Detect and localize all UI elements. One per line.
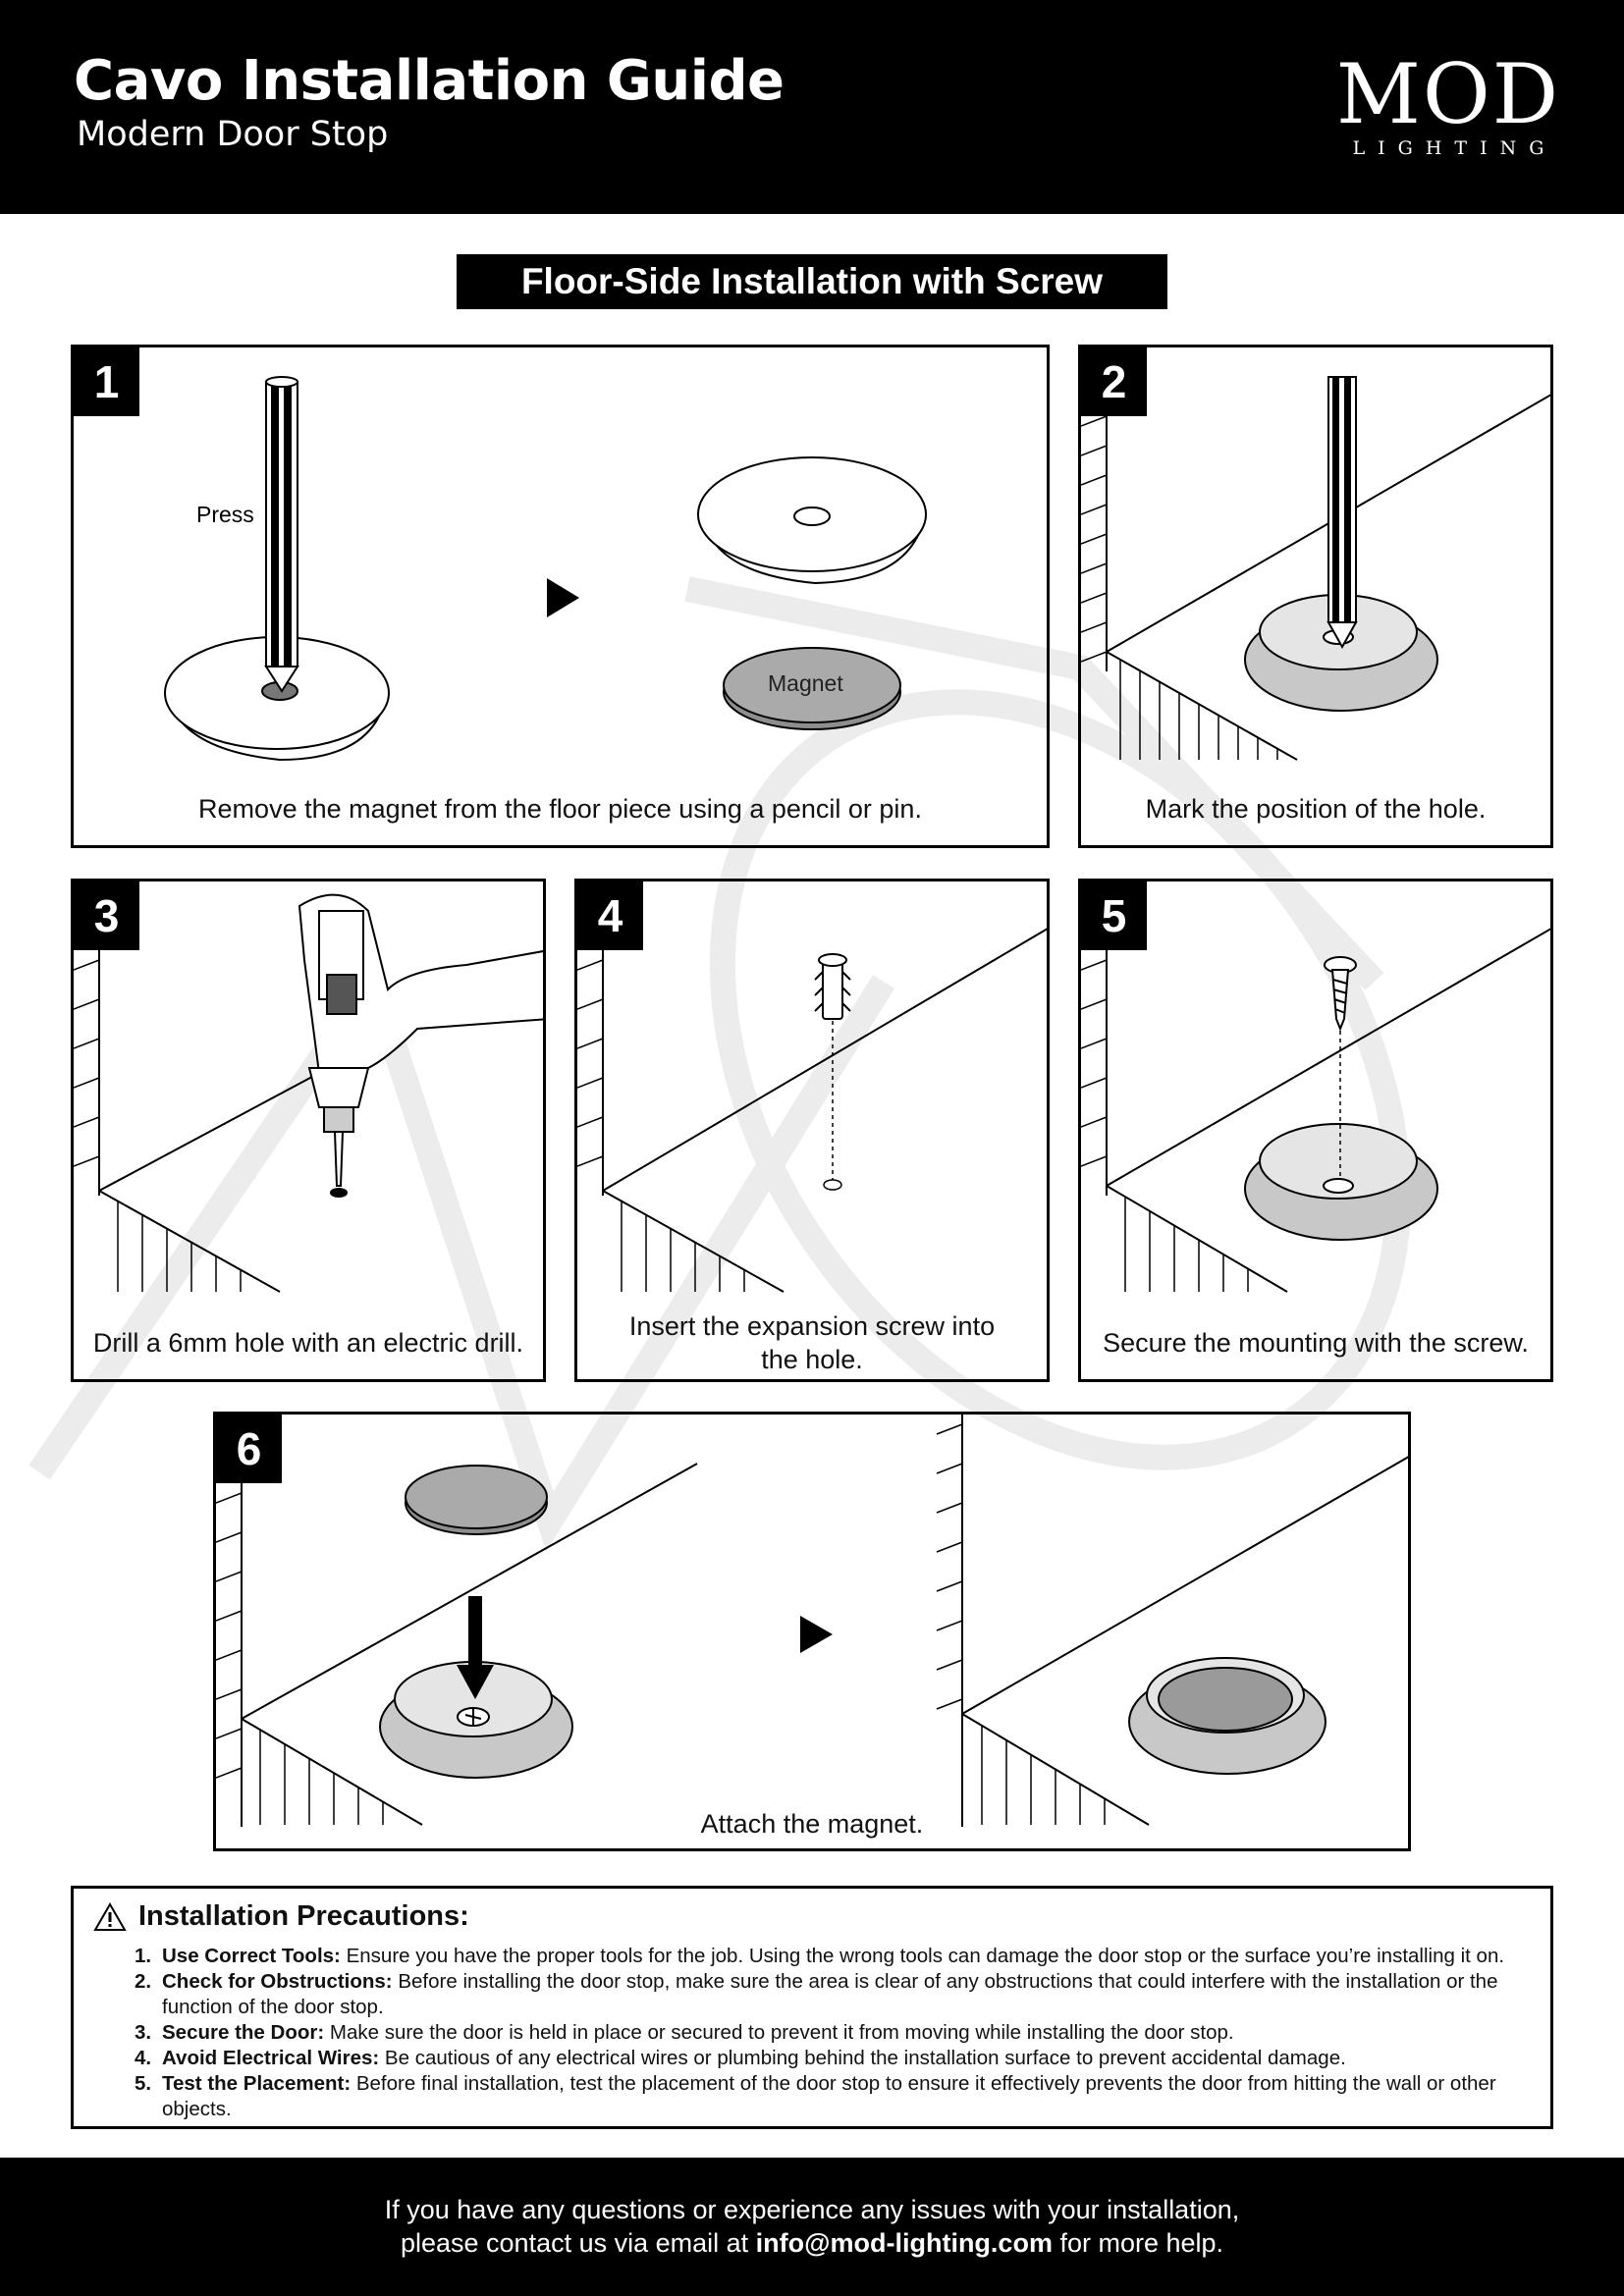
arrow-right-icon xyxy=(547,578,579,617)
step-caption: Mark the position of the hole. xyxy=(1145,794,1487,824)
step-caption: Drill a 6mm hole with an electric drill. xyxy=(92,1328,524,1358)
arrow-down-icon xyxy=(457,1596,494,1699)
list-number: 4. xyxy=(135,2047,152,2069)
precautions-list: 1. Use Correct Tools: Ensure you have the… xyxy=(135,1944,1539,2122)
item-text: Ensure you have the proper tools for the… xyxy=(346,1945,1505,1967)
step-3-panel: 3 Drill a 6mm hole with an electric dril… xyxy=(71,879,546,1382)
footer-text: please contact us via email at xyxy=(400,2228,756,2258)
screw-icon xyxy=(1324,956,1357,1032)
step-caption: Attach the magnet. xyxy=(700,1809,924,1839)
precautions-title: Installation Precautions: xyxy=(138,1900,469,1932)
step-4-panel: 4 Insert the expansion screw into the ho… xyxy=(574,879,1050,1382)
step-1-panel: 1 Press Magnet Remove the magnet from th… xyxy=(71,345,1050,848)
item-label: Avoid Electrical Wires: xyxy=(162,2047,380,2069)
item-text: Before final installation, test the plac… xyxy=(162,2072,1496,2120)
item-label: Check for Obstructions: xyxy=(162,1970,393,1993)
section-title: Floor-Side Installation with Screw xyxy=(457,254,1167,309)
page-subtitle: Modern Door Stop xyxy=(77,115,389,154)
list-number: 3. xyxy=(135,2021,152,2044)
anchor-icon xyxy=(814,953,851,1020)
step-number: 5 xyxy=(1081,881,1147,950)
logo-main-text: MOD xyxy=(1335,46,1561,142)
page-title: Cavo Installation Guide xyxy=(74,49,785,113)
item-label: Secure the Door: xyxy=(162,2021,325,2044)
footer-text: for more help. xyxy=(1052,2228,1224,2258)
item-label: Test the Placement: xyxy=(162,2072,352,2095)
step-6-panel: 6 xyxy=(213,1412,1411,1851)
item-text: Make sure the door is held in place or s… xyxy=(329,2021,1234,2044)
step-2-panel: 2 Mark the position of the hole. xyxy=(1078,345,1553,848)
step-3-illustration xyxy=(74,893,543,1293)
contact-email-link[interactable]: info@mod-lighting.com xyxy=(755,2228,1053,2258)
precautions-box: Installation Precautions: 1. Use Correct … xyxy=(71,1886,1553,2129)
step-caption: Secure the mounting with the screw. xyxy=(1103,1328,1529,1358)
item-label: Use Correct Tools: xyxy=(162,1945,341,1967)
footer-line-2: please contact us via email at info@mod-… xyxy=(0,2226,1624,2260)
list-number: 1. xyxy=(135,1945,152,1967)
precautions-heading: Installation Precautions: xyxy=(93,1900,469,1933)
logo-sub-text: LIGHTING xyxy=(1352,137,1557,159)
item-text: Before installing the door stop, make su… xyxy=(162,1970,1498,2018)
step-5-illustration xyxy=(1081,928,1550,1293)
step-caption: Remove the magnet from the floor piece u… xyxy=(198,794,922,824)
step-4-illustration xyxy=(577,928,1047,1293)
step-caption: Insert the expansion screw into the hole… xyxy=(628,1311,996,1374)
step-number: 1 xyxy=(74,347,139,416)
step-number: 4 xyxy=(577,881,643,950)
footer-line-1: If you have any questions or experience … xyxy=(384,2195,1240,2224)
brand-logo: MOD LIGHTING xyxy=(1335,53,1561,159)
press-label: Press xyxy=(196,502,254,527)
step-2-illustration xyxy=(1081,376,1550,761)
step-5-panel: 5 Secure the mounting with the screw. xyxy=(1078,879,1553,1382)
magnet-label: Magnet xyxy=(768,670,843,696)
header-bar: Cavo Installation Guide Modern Door Stop… xyxy=(0,0,1624,214)
step-1-illustration: Press Magnet xyxy=(164,376,927,762)
list-item: 4. Avoid Electrical Wires: Be cautious of… xyxy=(135,2046,1539,2071)
pencil-icon xyxy=(264,376,299,693)
warning-icon xyxy=(93,1901,127,1931)
magnet-disc xyxy=(723,647,901,723)
step-number: 6 xyxy=(216,1415,282,1483)
list-item: 2. Check for Obstructions: Before install… xyxy=(135,1969,1539,2020)
step-6-illustration xyxy=(216,1415,1408,1827)
list-item: 3. Secure the Door: Make sure the door is… xyxy=(135,2020,1539,2046)
list-number: 5. xyxy=(135,2072,152,2095)
arrow-right-icon xyxy=(800,1616,833,1653)
list-item: 1. Use Correct Tools: Ensure you have the… xyxy=(135,1944,1539,1969)
drill-icon xyxy=(298,893,543,1198)
pencil-icon xyxy=(1326,376,1358,650)
item-text: Be cautious of any electrical wires or p… xyxy=(384,2047,1346,2069)
step-number: 3 xyxy=(74,881,139,950)
list-item: 5. Test the Placement: Before final insta… xyxy=(135,2071,1539,2122)
footer-bar: If you have any questions or experience … xyxy=(0,2158,1624,2296)
magnet-disc xyxy=(405,1465,548,1529)
step-number: 2 xyxy=(1081,347,1147,416)
list-number: 2. xyxy=(135,1970,152,1993)
